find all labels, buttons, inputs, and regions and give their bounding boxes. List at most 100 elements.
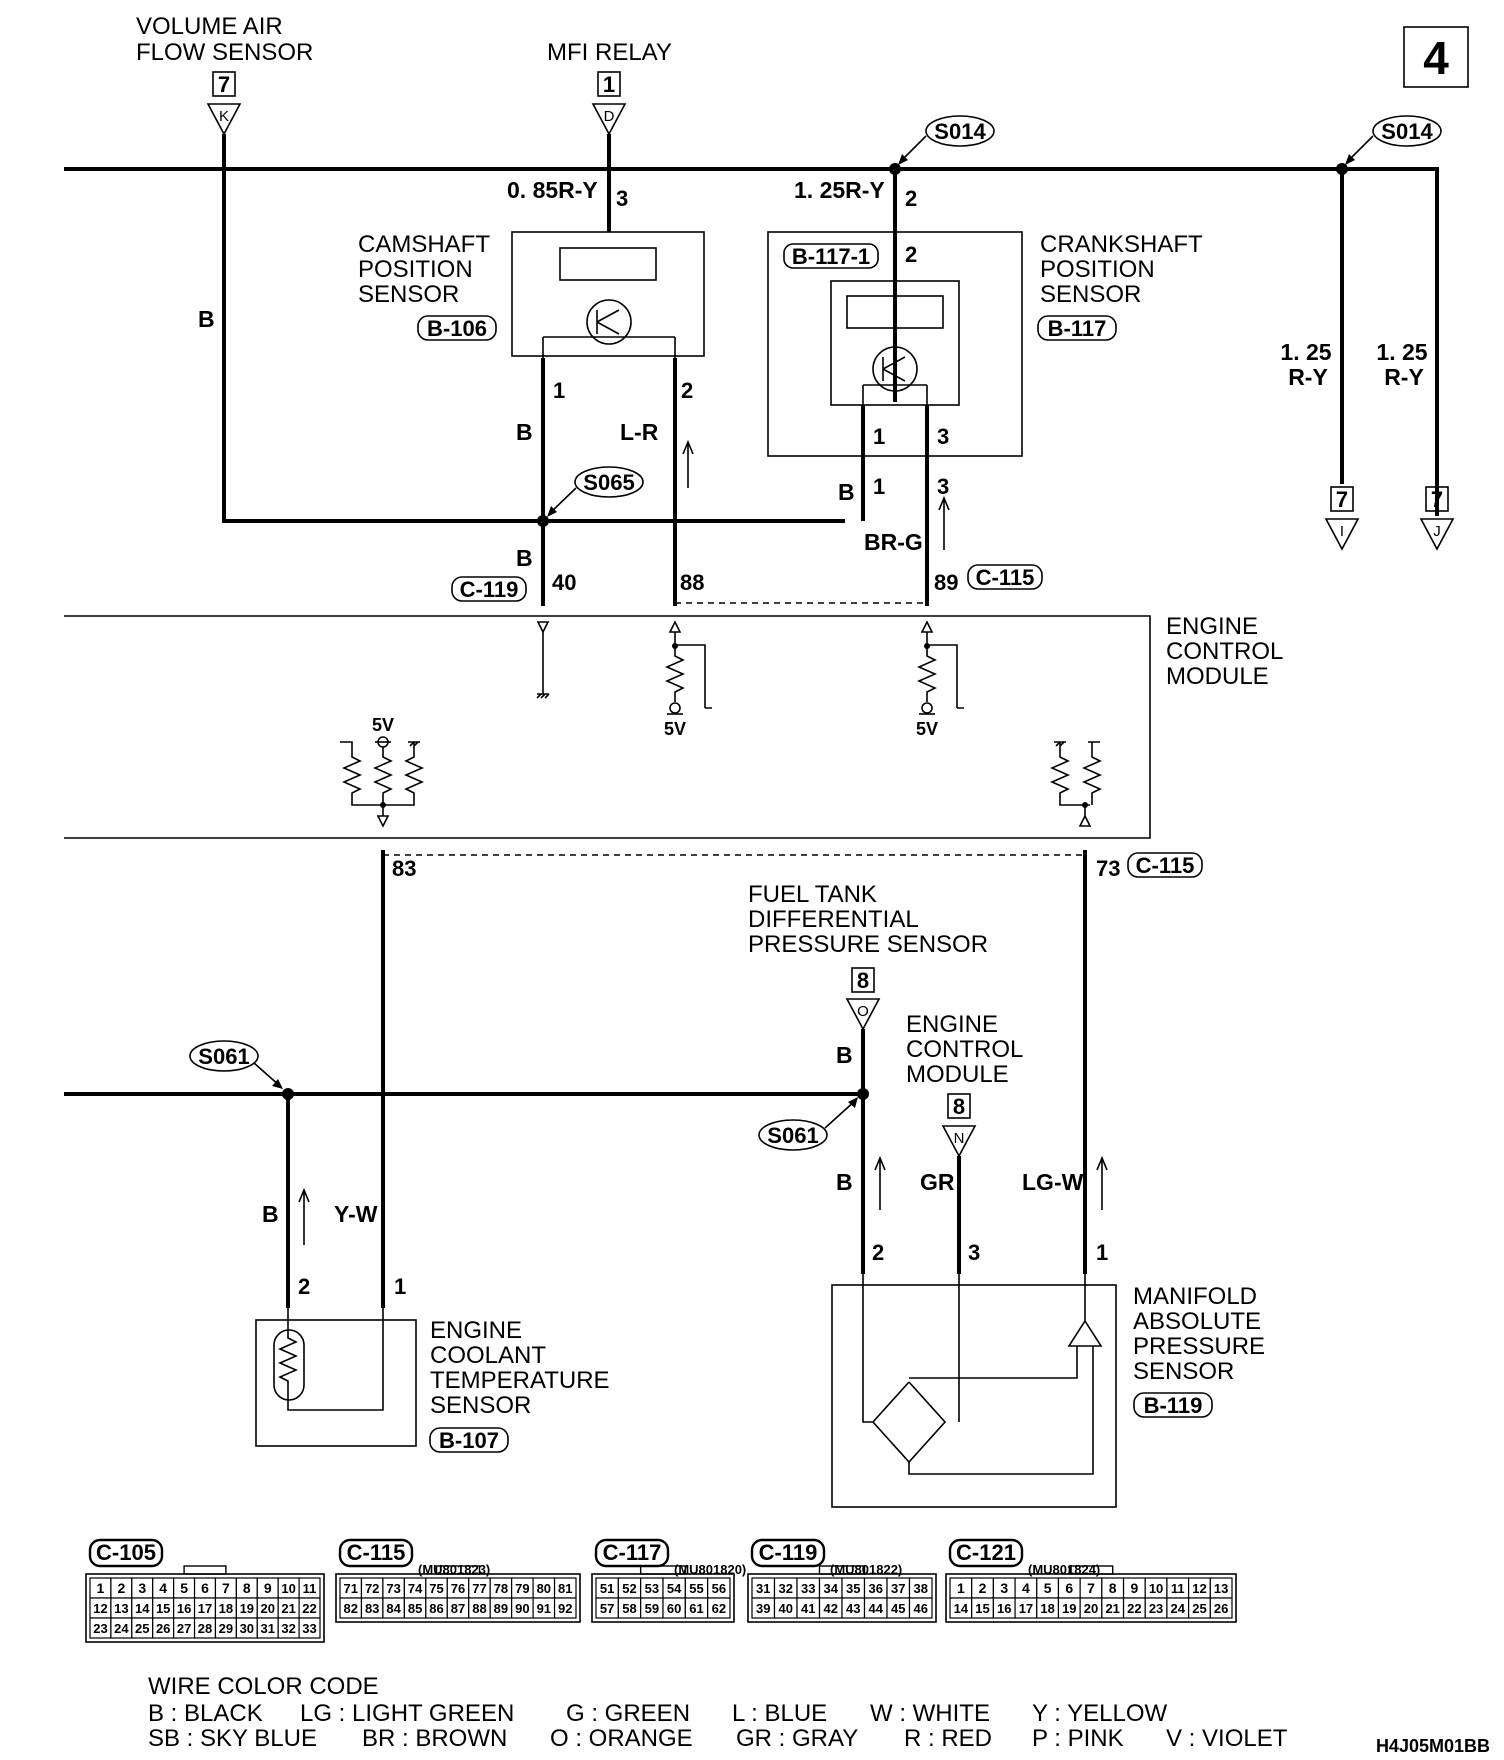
vaf-wire-color: B xyxy=(198,306,215,332)
out-i-ref-arrow xyxy=(1324,518,1360,551)
connector-pin: 23 xyxy=(93,1621,107,1636)
connector-name: C-117 xyxy=(603,1540,662,1565)
connector-pin: 32 xyxy=(779,1581,793,1596)
connector-pin: 84 xyxy=(386,1601,401,1616)
crank-connector-id: B-117 xyxy=(1048,316,1107,341)
connector-pin: 22 xyxy=(1127,1601,1141,1616)
ftank-label-1: FUEL TANK xyxy=(748,881,877,908)
svg-text:2: 2 xyxy=(298,1274,310,1299)
connector-name: C-105 xyxy=(96,1540,156,1565)
connector-pin: 7 xyxy=(1087,1580,1095,1596)
splice-s014b xyxy=(1372,115,1442,147)
connector-pin: 12 xyxy=(1192,1581,1206,1596)
ecm-label-3: MODULE xyxy=(1166,663,1269,690)
connector-pin: 54 xyxy=(667,1581,682,1596)
connector-pin: 31 xyxy=(756,1581,770,1596)
crankshaft-sensor-body xyxy=(767,231,1023,457)
connector-pin: 53 xyxy=(645,1581,659,1596)
connector-pin: 38 xyxy=(914,1581,928,1596)
ecm-ref-label-2: CONTROL xyxy=(906,1036,1023,1063)
legend-entry: BR : BROWN xyxy=(362,1725,507,1752)
connector-pin: 10 xyxy=(1149,1581,1163,1596)
connector-pin: 26 xyxy=(156,1621,170,1636)
vaf-ref-letter: K xyxy=(219,108,229,125)
camshaft-sensor-body xyxy=(511,231,705,357)
ecm-module-box xyxy=(64,615,1151,839)
vaf-ref-arrow xyxy=(206,103,242,136)
c115-mid-connector-id: C-115 xyxy=(1136,853,1195,878)
mfi-ref-arrow xyxy=(591,103,627,136)
crank-p1-wire-color: B xyxy=(838,479,855,505)
map-label-2: ABSOLUTE xyxy=(1133,1308,1261,1335)
connector-pin: 78 xyxy=(494,1581,508,1596)
connector-pin: 45 xyxy=(891,1601,905,1616)
connector-pin: 80 xyxy=(537,1581,551,1596)
cam-label-1: CAMSHAFT xyxy=(358,231,490,258)
cam-p1-wire-color: B xyxy=(516,419,533,445)
coolant-label-4: SENSOR xyxy=(430,1392,531,1419)
legend-entry: B : BLACK xyxy=(148,1700,263,1727)
connector-pin: 8 xyxy=(1109,1580,1117,1596)
connector-pin: 83 xyxy=(365,1601,379,1616)
connector-pin: 61 xyxy=(689,1601,703,1616)
connector-pin: 15 xyxy=(975,1601,989,1616)
connector-pin: 14 xyxy=(954,1601,969,1616)
svg-text:1: 1 xyxy=(873,424,885,449)
connector-pin: 81 xyxy=(558,1581,572,1596)
svg-text:40: 40 xyxy=(552,570,576,595)
connector-pin: 9 xyxy=(264,1580,272,1596)
connector-pin: 44 xyxy=(869,1601,884,1616)
svg-text:3: 3 xyxy=(937,424,949,449)
connector-pin: 41 xyxy=(801,1601,815,1616)
connector-pin: 19 xyxy=(1062,1601,1076,1616)
ftank-wire-color: B xyxy=(836,1042,853,1068)
connector-pin: 32 xyxy=(281,1621,295,1636)
ecm-label-2: CONTROL xyxy=(1166,638,1283,665)
map-label-3: PRESSURE xyxy=(1133,1333,1265,1360)
legend-entry: GR : GRAY xyxy=(736,1725,858,1752)
connector-pin: 23 xyxy=(1149,1601,1163,1616)
connector-pin: 24 xyxy=(114,1621,129,1636)
ftank-ref-arrow xyxy=(845,998,881,1031)
connector-pin: 57 xyxy=(600,1601,614,1616)
connector-pin: 14 xyxy=(135,1601,150,1616)
connector-pin: 28 xyxy=(198,1621,212,1636)
svg-text:S061: S061 xyxy=(767,1123,818,1148)
ftank-ref-num: 8 xyxy=(857,968,869,993)
connector-pin: 25 xyxy=(135,1621,149,1636)
legend-entry: P : PINK xyxy=(1032,1725,1124,1752)
connector-pin: 29 xyxy=(219,1621,233,1636)
connector-pin: 35 xyxy=(846,1581,860,1596)
connector-pin: 89 xyxy=(494,1601,508,1616)
connector-pin: 91 xyxy=(537,1601,551,1616)
connector-pin: 55 xyxy=(689,1581,703,1596)
connector-pin: 6 xyxy=(201,1580,209,1596)
coolant-label-2: COOLANT xyxy=(430,1342,546,1369)
connector-pin: 40 xyxy=(779,1601,793,1616)
connector-pin: 16 xyxy=(997,1601,1011,1616)
crank-label-3: SENSOR xyxy=(1040,281,1141,308)
connector-pin: 30 xyxy=(240,1621,254,1636)
svg-text:2: 2 xyxy=(905,186,917,211)
connector-pin: 8 xyxy=(243,1580,251,1596)
svg-text:2: 2 xyxy=(872,1240,884,1265)
connector-pin: 22 xyxy=(302,1601,316,1616)
vaf-ref-num: 7 xyxy=(218,72,230,97)
coolant-p2-wire-color: B xyxy=(262,1201,279,1227)
legend-entry: W : WHITE xyxy=(870,1700,990,1727)
svg-text:3: 3 xyxy=(616,186,628,211)
c119-connector-id: C-119 xyxy=(460,577,519,602)
connector-pin: 73 xyxy=(386,1581,400,1596)
ecm-p40-wire-color: B xyxy=(516,545,533,571)
out-j-wire-color-2: R-Y xyxy=(1384,364,1424,390)
connector-name: C-119 xyxy=(759,1540,818,1565)
ftank-ref-letter: O xyxy=(857,1003,869,1020)
splice-s061a xyxy=(189,1040,259,1072)
ecm-ref-label-3: MODULE xyxy=(906,1061,1009,1088)
connector-pin: 11 xyxy=(1171,1581,1185,1596)
connector-pin: 12 xyxy=(93,1601,107,1616)
connector-pin: 5 xyxy=(180,1580,188,1596)
